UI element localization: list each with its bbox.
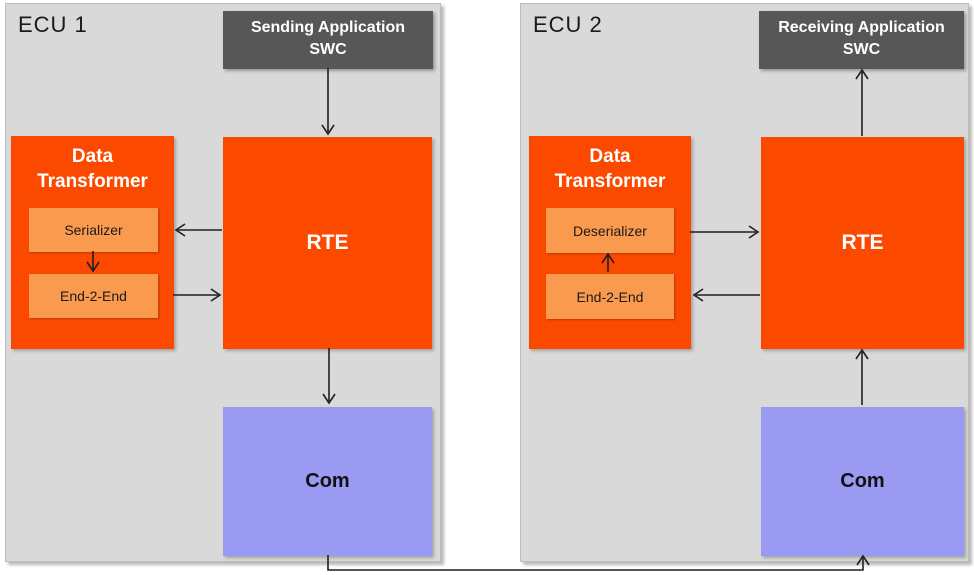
ecu1-container: ECU 1 Sending Application SWC Data Trans… <box>5 3 441 562</box>
serializer-box: Serializer <box>29 208 158 252</box>
ecu2-container: ECU 2 Receiving Application SWC Data Tra… <box>520 3 969 562</box>
ecu1-rte-box: RTE <box>223 137 432 349</box>
ecu2-data-transformer-box: Data Transformer Deserializer End-2-End <box>529 136 691 349</box>
sending-swc-line2: SWC <box>309 40 347 58</box>
ecu1-data-transformer-box: Data Transformer Serializer End-2-End <box>11 136 174 349</box>
ecu1-end2end-box: End-2-End <box>29 274 158 318</box>
sending-swc-line1: Sending Application <box>250 19 406 36</box>
sending-application-swc-box: Sending Application SWC <box>223 11 433 69</box>
ecu2-end2end-box: End-2-End <box>546 274 674 319</box>
ecu2-data-transformer-title: Data Transformer <box>554 146 666 192</box>
ecu2-label: ECU 2 <box>533 12 603 37</box>
receiving-swc-line1: Receiving Application <box>778 19 945 36</box>
ecu2-com-box: Com <box>761 407 964 556</box>
ecu2-rte-box: RTE <box>761 137 964 349</box>
receiving-swc-line2: SWC <box>842 40 881 58</box>
deserializer-box: Deserializer <box>546 208 674 253</box>
ecu1-com-box: Com <box>223 407 432 556</box>
receiving-application-swc-box: Receiving Application SWC <box>759 11 964 69</box>
ecu1-data-transformer-title: Data Transformer <box>37 146 148 192</box>
ecu1-label: ECU 1 <box>18 12 88 37</box>
